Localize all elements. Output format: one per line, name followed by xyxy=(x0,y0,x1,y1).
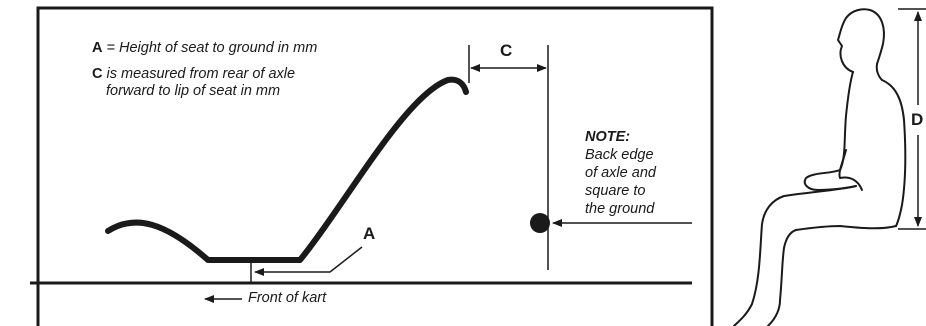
legend-c-key: C xyxy=(92,66,103,82)
a-label: A xyxy=(363,224,376,243)
legend-a: A = Height of seat to ground in mm xyxy=(92,40,412,57)
note-line-1: Back edge xyxy=(585,147,654,163)
person-head xyxy=(837,8,885,81)
legend-c-text-line2: forward to lip of seat in mm xyxy=(106,83,281,99)
a-pointer-arrowhead xyxy=(254,268,264,276)
note-line-4: the ground xyxy=(585,201,655,217)
front-of-kart-label: Front of kart xyxy=(248,290,327,306)
person-arm-inner xyxy=(838,149,863,191)
d-label: D xyxy=(910,110,925,130)
note-block: NOTE: Back edge of axle and square to th… xyxy=(585,128,695,218)
c-label: C xyxy=(500,41,513,60)
diagram-frame xyxy=(36,6,714,326)
note-title: NOTE: xyxy=(585,129,631,145)
axle-dot xyxy=(530,213,550,233)
seat-profile xyxy=(105,76,469,263)
legend-c-text-line1: is measured from rear of axle xyxy=(106,66,296,82)
legend-c: C is measured from rear of axle forward … xyxy=(92,66,412,100)
seated-person-figure xyxy=(733,8,907,326)
a-pointer xyxy=(255,246,363,273)
person-thigh-top xyxy=(733,185,857,326)
note-line-2: of axle and xyxy=(585,165,656,181)
note-line-3: square to xyxy=(585,183,646,199)
person-back xyxy=(881,79,907,227)
legend-a-key: A xyxy=(92,40,103,56)
person-front-torso-arm xyxy=(803,71,857,191)
person-lap-leg xyxy=(767,225,897,326)
legend-a-text: = Height of seat to ground in mm xyxy=(106,40,318,56)
